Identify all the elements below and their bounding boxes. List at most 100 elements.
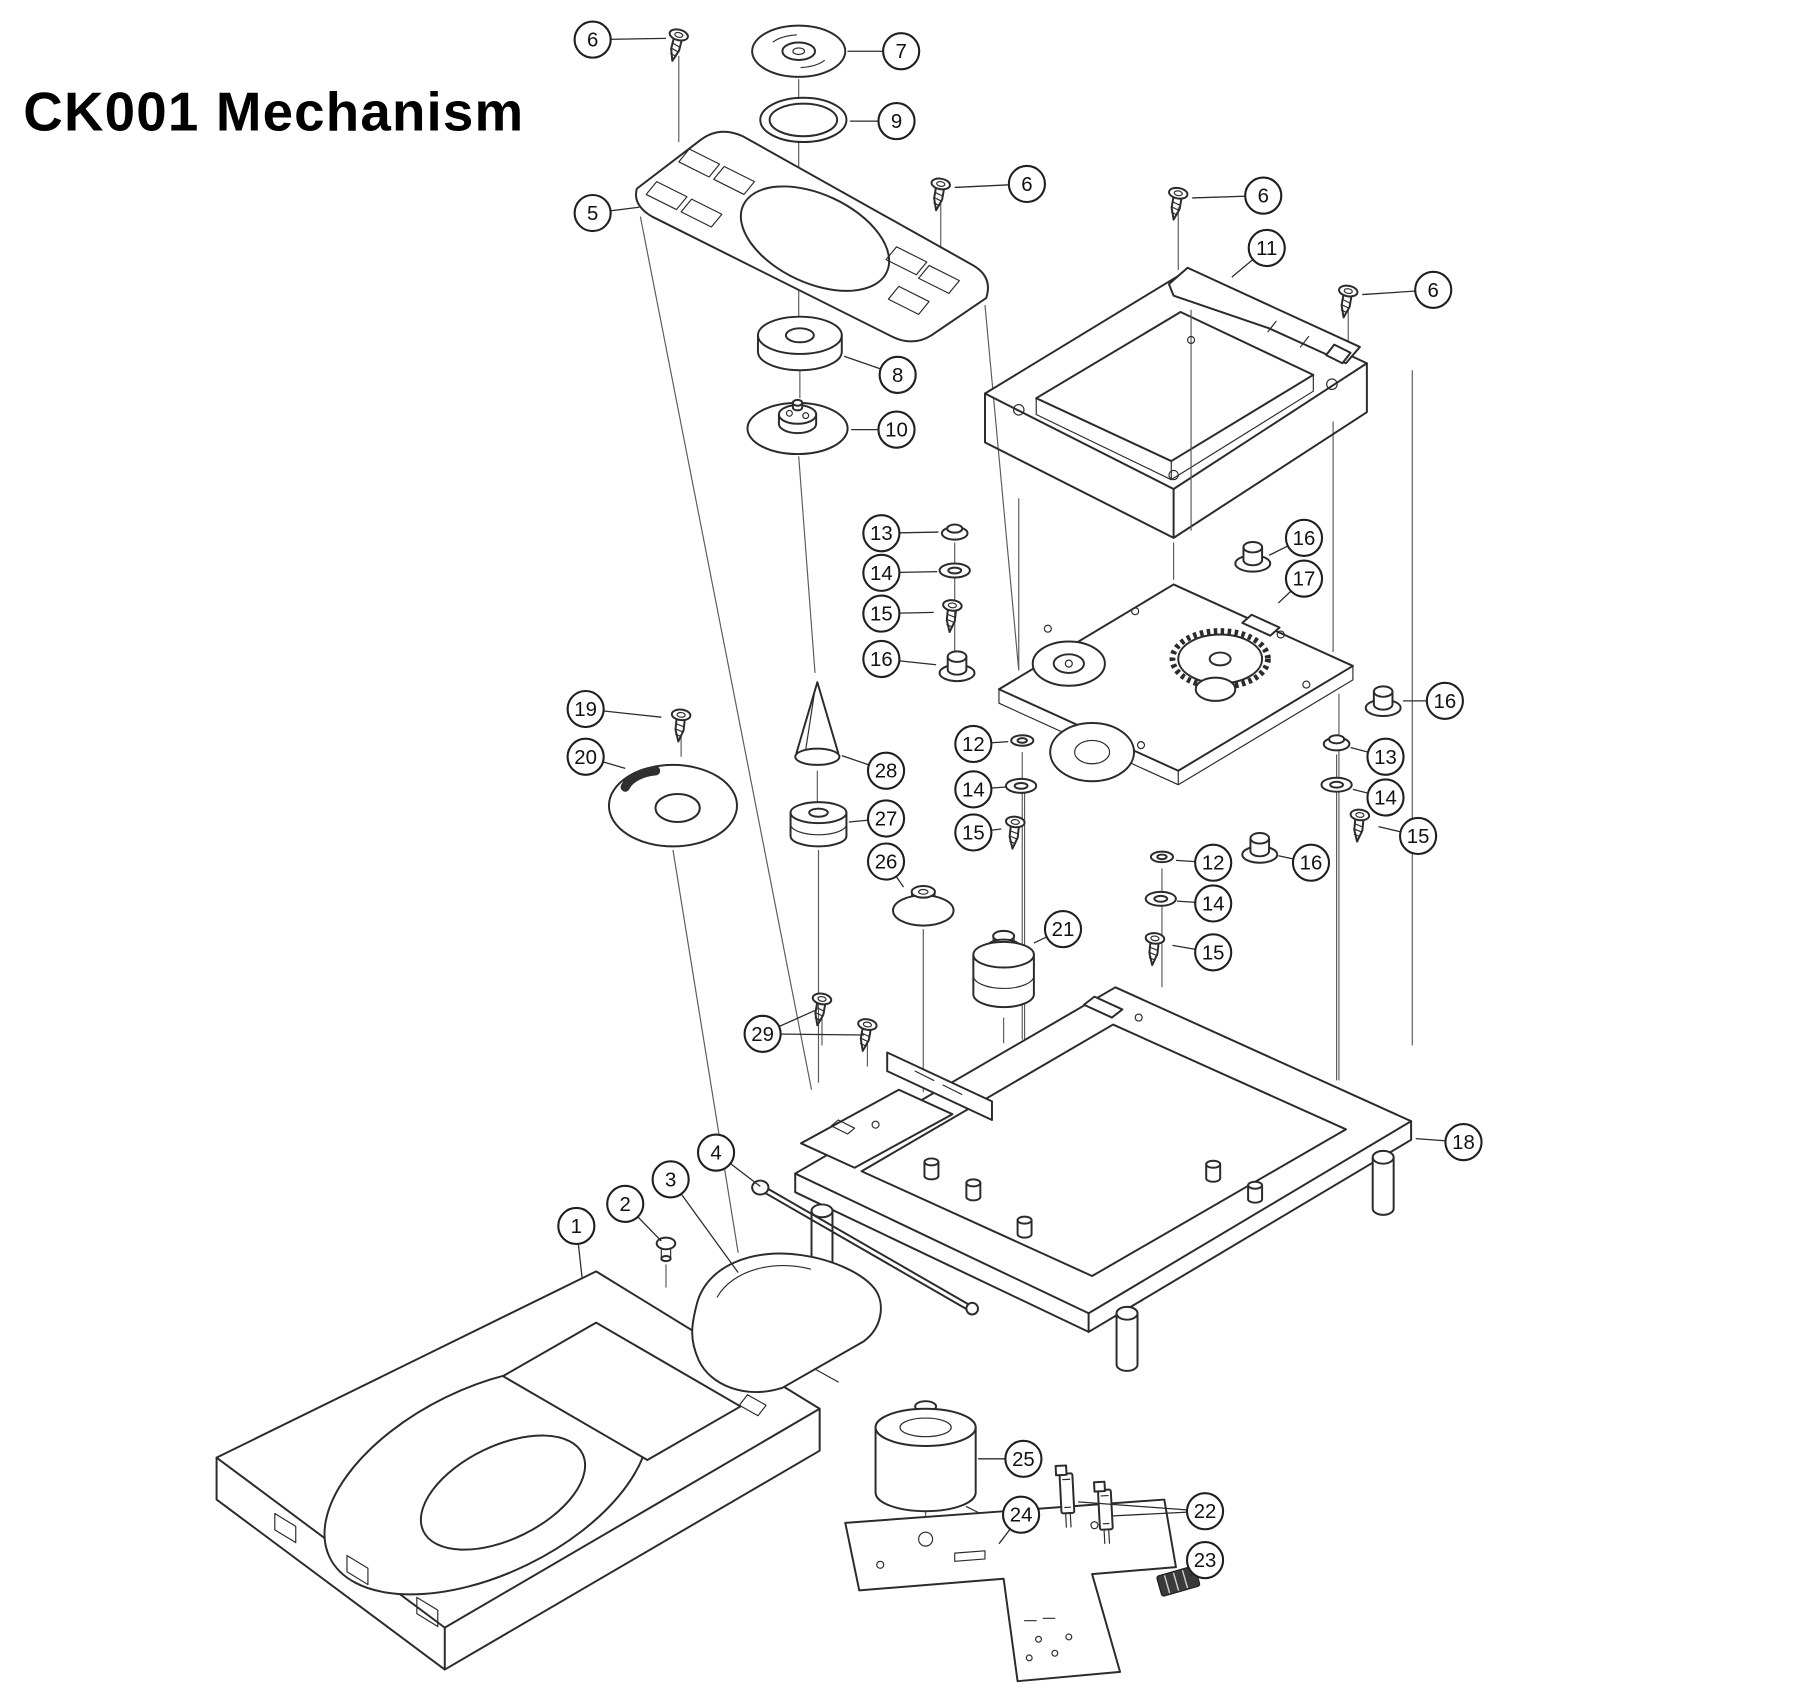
part-10-turntable xyxy=(746,398,849,456)
svg-text:21: 21 xyxy=(1052,919,1075,941)
part-9-ring xyxy=(759,96,848,144)
svg-text:6: 6 xyxy=(1258,186,1269,208)
callout-15: 15 xyxy=(1172,933,1233,972)
part-2-stud xyxy=(655,1236,677,1263)
part-28-spring-cone xyxy=(794,681,841,766)
callout-26: 26 xyxy=(866,842,906,888)
callout-13: 13 xyxy=(862,514,939,553)
callout-6: 6 xyxy=(1362,270,1453,309)
callout-1: 1 xyxy=(557,1206,596,1279)
callout-6: 6 xyxy=(954,164,1046,204)
callout-18: 18 xyxy=(1415,1123,1483,1162)
part-20-clamp-plate xyxy=(607,763,738,848)
callout-27: 27 xyxy=(848,799,906,838)
page-title: CK001 Mechanism xyxy=(23,80,524,142)
callout-9: 9 xyxy=(849,101,916,141)
callout-23: 23 xyxy=(1185,1541,1225,1580)
callout-16: 16 xyxy=(1402,681,1464,720)
svg-text:14: 14 xyxy=(962,779,985,801)
svg-text:1: 1 xyxy=(571,1216,582,1238)
svg-text:5: 5 xyxy=(587,203,598,225)
alignment-guides xyxy=(639,55,1413,1530)
callout-14: 14 xyxy=(1177,884,1233,923)
callout-6: 6 xyxy=(1192,176,1283,215)
svg-text:12: 12 xyxy=(1202,853,1225,875)
callout-7: 7 xyxy=(847,32,921,71)
callout-14: 14 xyxy=(862,553,938,592)
svg-text:16: 16 xyxy=(1300,853,1323,875)
callout-16: 16 xyxy=(862,639,937,679)
svg-text:15: 15 xyxy=(1407,826,1430,848)
svg-text:4: 4 xyxy=(710,1143,721,1165)
callout-14: 14 xyxy=(1352,778,1405,817)
svg-text:26: 26 xyxy=(875,852,898,874)
callout-12: 12 xyxy=(1175,843,1233,882)
svg-text:14: 14 xyxy=(870,563,893,585)
svg-text:17: 17 xyxy=(1293,569,1316,591)
svg-text:27: 27 xyxy=(875,808,898,830)
svg-text:9: 9 xyxy=(891,111,902,133)
part-27-damper-stack xyxy=(789,801,848,848)
callout-5: 5 xyxy=(573,193,640,233)
svg-text:13: 13 xyxy=(1374,747,1397,769)
callout-14: 14 xyxy=(954,770,1006,809)
callout-13: 13 xyxy=(1350,737,1405,776)
callout-17: 17 xyxy=(1277,559,1324,604)
callout-12: 12 xyxy=(954,724,1009,764)
svg-text:25: 25 xyxy=(1012,1449,1035,1471)
part-25-spindle-motor xyxy=(874,1400,979,1513)
callout-22: 22 xyxy=(1078,1492,1225,1531)
part-5-tray-plate xyxy=(635,130,989,343)
callout-8: 8 xyxy=(843,355,917,394)
svg-text:28: 28 xyxy=(875,761,898,783)
svg-text:16: 16 xyxy=(870,649,893,671)
svg-text:13: 13 xyxy=(870,523,893,545)
callout-16: 16 xyxy=(1268,518,1324,557)
svg-text:2: 2 xyxy=(620,1194,631,1216)
part-21-loading-motor xyxy=(972,929,1035,1009)
callout-2: 2 xyxy=(606,1184,662,1242)
callout-24: 24 xyxy=(998,1495,1041,1545)
part-8-magnet-ring xyxy=(756,315,843,372)
callout-25: 25 xyxy=(978,1439,1043,1478)
svg-text:23: 23 xyxy=(1194,1550,1217,1572)
svg-text:15: 15 xyxy=(962,822,985,844)
svg-text:12: 12 xyxy=(962,734,985,756)
part-26-pulley xyxy=(892,885,955,927)
callout-15: 15 xyxy=(954,813,1002,852)
svg-text:10: 10 xyxy=(885,420,908,442)
svg-text:16: 16 xyxy=(1434,691,1457,713)
part-7-clamper-disc xyxy=(751,24,847,78)
part-11-top-frame xyxy=(984,266,1368,539)
callout-20: 20 xyxy=(566,737,626,776)
part-17-mechanism-deck xyxy=(997,583,1354,786)
svg-text:3: 3 xyxy=(665,1169,676,1191)
svg-text:22: 22 xyxy=(1194,1501,1217,1523)
callout-21: 21 xyxy=(1033,909,1083,949)
svg-text:16: 16 xyxy=(1293,528,1316,550)
part-18-chassis xyxy=(794,986,1413,1372)
callout-19: 19 xyxy=(566,689,662,729)
callout-11: 11 xyxy=(1231,228,1286,278)
callout-10: 10 xyxy=(851,410,916,449)
svg-text:7: 7 xyxy=(896,41,907,63)
callout-6: 6 xyxy=(573,20,666,59)
callout-4: 4 xyxy=(696,1133,761,1187)
callout-3: 3 xyxy=(651,1160,739,1273)
svg-text:20: 20 xyxy=(574,747,597,769)
part-24-pcb xyxy=(844,1498,1177,1683)
svg-text:19: 19 xyxy=(574,699,597,721)
svg-text:15: 15 xyxy=(870,604,893,626)
part-4-guide-rod xyxy=(751,1179,979,1316)
svg-text:11: 11 xyxy=(1256,238,1277,260)
part-1-disc-tray xyxy=(215,1270,821,1671)
svg-text:14: 14 xyxy=(1202,893,1225,915)
svg-text:6: 6 xyxy=(1021,174,1032,196)
part-3-clamp-cover xyxy=(691,1252,882,1393)
callout-29: 29 xyxy=(743,1008,864,1053)
svg-text:18: 18 xyxy=(1452,1132,1475,1154)
svg-text:29: 29 xyxy=(751,1024,774,1046)
